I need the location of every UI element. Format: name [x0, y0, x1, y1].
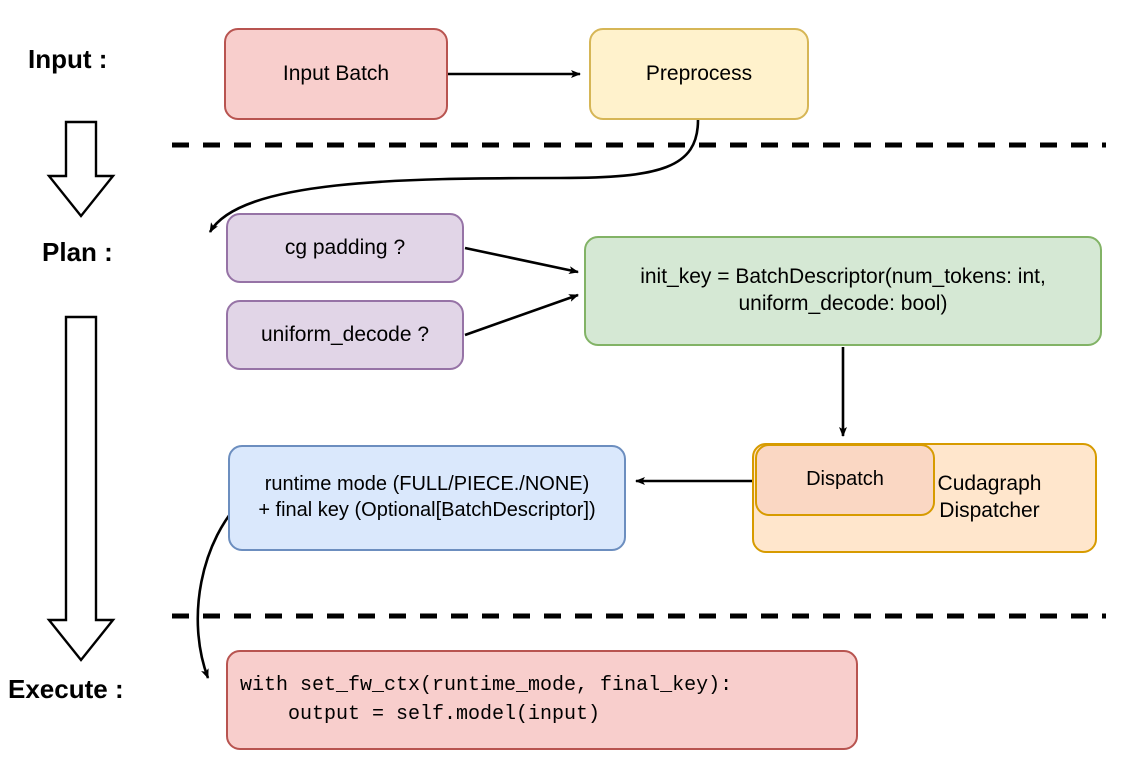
node-preprocess-label: Preprocess: [645, 61, 753, 85]
node-execute-code-label: with set_fw_ctx(runtime_mode, final_key)…: [240, 674, 733, 726]
node-preprocess[interactable]: Preprocess: [589, 28, 809, 120]
node-input-batch[interactable]: Input Batch: [224, 28, 448, 120]
input-to-plan-block-arrow: [46, 120, 116, 218]
node-init-key[interactable]: init_key = BatchDescriptor(num_tokens: i…: [584, 236, 1102, 346]
node-cg-padding-label: cg padding ?: [284, 235, 406, 259]
node-uniform-decode-label: uniform_decode ?: [260, 322, 430, 346]
stage-label-plan: Plan :: [42, 237, 113, 267]
node-init-key-label: init_key = BatchDescriptor(num_tokens: i…: [640, 265, 1046, 315]
node-execute-code[interactable]: with set_fw_ctx(runtime_mode, final_key)…: [226, 650, 858, 750]
node-cg-padding[interactable]: cg padding ?: [226, 213, 464, 283]
node-runtime-mode[interactable]: runtime mode (FULL/PIECE./NONE) + final …: [228, 445, 626, 551]
plan-to-execute-block-arrow: [46, 315, 116, 662]
edge-uniform-decode-to-init-key: [464, 293, 579, 337]
edge-cg-padding-to-init-key: [464, 246, 579, 275]
node-uniform-decode[interactable]: uniform_decode ?: [226, 300, 464, 370]
stage-label-input: Input :: [28, 44, 108, 74]
node-dispatch-label: Dispatch: [806, 468, 884, 491]
stage-label-execute: Execute :: [8, 674, 124, 704]
node-input-batch-label: Input Batch: [282, 61, 390, 85]
node-dispatch[interactable]: Dispatch: [755, 444, 935, 516]
node-cudagraph-dispatcher-label: Cudagraph Dispatcher: [937, 472, 1042, 522]
node-runtime-mode-label: runtime mode (FULL/PIECE./NONE) + final …: [258, 473, 596, 521]
